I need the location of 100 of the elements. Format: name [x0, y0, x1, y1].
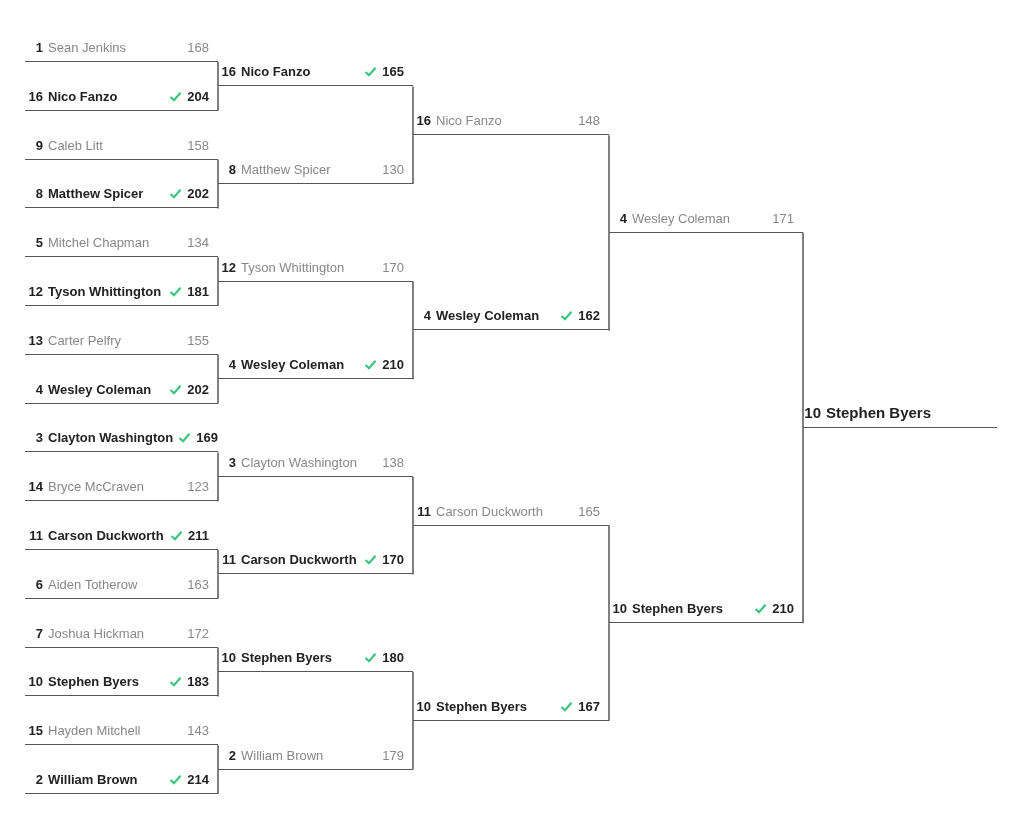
- score: 202: [187, 186, 209, 202]
- seed-number: 10: [611, 601, 627, 617]
- player-name: Sean Jenkins: [48, 40, 128, 55]
- bracket-line: [217, 451, 219, 478]
- player-name: Carson Duckworth: [436, 503, 544, 519]
- player-name: Stephen Byers: [632, 601, 725, 617]
- seed-number: 4: [227, 357, 236, 373]
- player-name: Caleb Litt: [48, 137, 104, 153]
- player-name: Stephen Byers: [826, 404, 933, 421]
- seed-number: 7: [34, 625, 43, 641]
- score: 165: [578, 503, 600, 519]
- bracket-line: [412, 329, 414, 380]
- score: 181: [187, 284, 209, 299]
- seed-number: 13: [27, 332, 43, 348]
- score: 163: [187, 576, 209, 592]
- seed-number: 14: [27, 479, 43, 495]
- bracket-line: [412, 476, 414, 527]
- seed-number: 12: [27, 284, 43, 299]
- seed-number: 16: [27, 88, 43, 104]
- bracket-line: [217, 158, 219, 185]
- player-name: William Brown: [241, 747, 325, 763]
- bracket-line: [608, 524, 610, 624]
- score: 168: [187, 40, 209, 55]
- score: 165: [382, 64, 404, 80]
- player-name: Wesley Coleman: [48, 381, 153, 397]
- score: 138: [382, 454, 404, 470]
- score: 202: [187, 381, 209, 397]
- player-name: Joshua Hickman: [48, 625, 146, 641]
- seed-number: 4: [618, 210, 627, 226]
- bracket-line: [217, 549, 219, 576]
- seed-number: 16: [220, 64, 236, 80]
- seed-number: 10: [415, 698, 431, 714]
- player-name: Matthew Spicer: [241, 162, 332, 177]
- seed-number: 10: [220, 650, 236, 665]
- seed-number: 2: [34, 772, 43, 787]
- player-name: Clayton Washington: [48, 430, 174, 446]
- bracket-line: [217, 671, 219, 698]
- seed-number: 6: [34, 576, 43, 592]
- score: 210: [772, 601, 794, 617]
- score: 170: [382, 259, 404, 275]
- player-name: Stephen Byers: [436, 698, 529, 714]
- score: 210: [382, 357, 404, 373]
- player-name: Wesley Coleman: [436, 308, 541, 324]
- seed-number: 4: [34, 381, 43, 397]
- score: 162: [578, 308, 600, 324]
- bracket-line: [412, 134, 414, 185]
- score: 134: [187, 235, 209, 251]
- score: 167: [578, 698, 600, 714]
- bracket-line: [217, 85, 219, 112]
- score: 180: [382, 650, 404, 665]
- bracket-line: [217, 378, 219, 405]
- score: 172: [187, 625, 209, 641]
- player-name: Clayton Washington: [241, 454, 358, 470]
- player-name: Mitchel Chapman: [48, 235, 151, 251]
- score: 143: [187, 723, 209, 739]
- player-name: Nico Fanzo: [48, 88, 119, 104]
- score: 179: [382, 747, 404, 763]
- player-name: Nico Fanzo: [241, 64, 312, 80]
- bracket-line: [217, 280, 219, 307]
- bracket-line: [802, 232, 804, 429]
- seed-number: 11: [416, 503, 431, 519]
- seed-number: 10: [803, 404, 821, 421]
- bracket-line: [217, 646, 219, 673]
- score: 123: [187, 479, 209, 495]
- bracket-line: [217, 256, 219, 283]
- seed-number: 1: [34, 40, 43, 55]
- score: 204: [187, 88, 209, 104]
- seed-number: 8: [227, 162, 236, 177]
- score: 155: [187, 332, 209, 348]
- bracket-line: [217, 61, 219, 88]
- seed-number: 16: [415, 113, 431, 129]
- bracket-line: [412, 720, 414, 771]
- score: 169: [196, 430, 218, 446]
- bracket-line: [802, 427, 804, 624]
- player-name: Stephen Byers: [241, 650, 334, 665]
- player-name: William Brown: [48, 772, 139, 787]
- score: 214: [187, 772, 209, 787]
- player-name: Carson Duckworth: [48, 528, 165, 543]
- seed-number: 12: [220, 259, 236, 275]
- bracket-line: [217, 183, 219, 210]
- bracket-line: [217, 476, 219, 502]
- seed-number: 11: [221, 552, 236, 568]
- score: 158: [187, 137, 209, 153]
- seed-number: 10: [27, 674, 43, 690]
- player-name: Nico Fanzo: [436, 113, 503, 129]
- player-name: Wesley Coleman: [632, 210, 732, 226]
- player-name: Tyson Whittington: [48, 284, 163, 299]
- bracket-line: [608, 622, 610, 722]
- bracket-line: [412, 85, 414, 136]
- score: 170: [382, 552, 404, 568]
- seed-number: 15: [27, 723, 43, 739]
- bracket-line: [412, 671, 414, 722]
- bracket-line: [217, 573, 219, 600]
- player-name: Carter Pelfry: [48, 332, 122, 348]
- score: 148: [578, 113, 600, 129]
- bracket-line: [217, 354, 219, 380]
- bracket-line: [608, 134, 610, 234]
- seed-number: 11: [28, 528, 43, 543]
- score: 171: [772, 210, 794, 226]
- seed-number: 3: [34, 430, 43, 446]
